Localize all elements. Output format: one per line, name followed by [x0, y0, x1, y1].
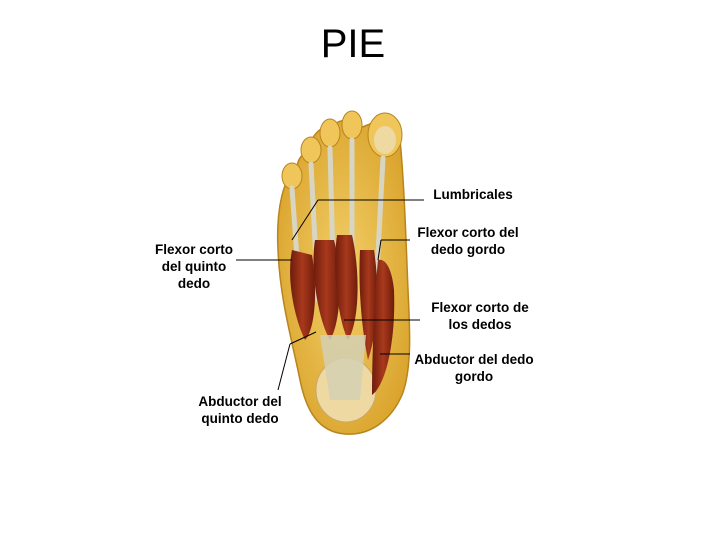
label-abductor-dedo-gordo: Abductor del dedo gordo: [414, 352, 534, 384]
toe-fourth: [300, 136, 322, 164]
label-lumbricales: Lumbricales: [433, 187, 513, 202]
label-flexor-corto-quinto-dedo: Flexor corto del quinto dedo: [154, 242, 233, 291]
leader-lines: [236, 199, 424, 391]
toe-fifth: [281, 162, 303, 190]
muscles: [290, 235, 395, 395]
plantar-tendon: [320, 335, 366, 400]
label-flexor-corto-dedo-gordo: Flexor corto del dedo gordo: [417, 225, 519, 257]
toe-second: [341, 110, 363, 140]
slide-title: PIE: [320, 22, 386, 66]
label-flexor-corto-dedos: Flexor corto de los dedos: [431, 300, 529, 332]
label-abductor-quinto-dedo: Abductor del quinto dedo: [198, 394, 282, 426]
toe-third: [319, 118, 341, 148]
